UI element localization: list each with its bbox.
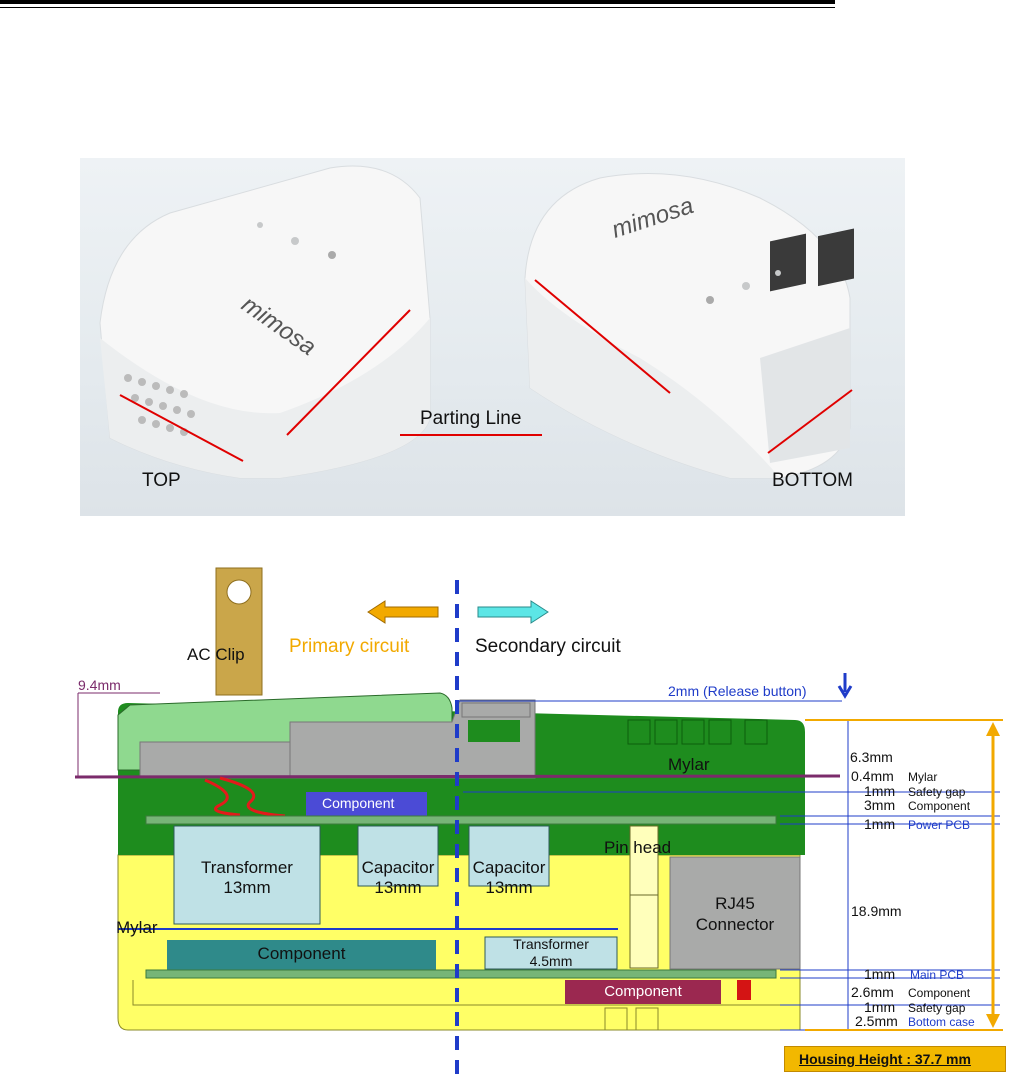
dim-2-5: 2.5mm xyxy=(855,1013,898,1029)
dim-9-4-label: 9.4mm xyxy=(78,677,121,693)
header-rule-thick xyxy=(0,0,835,4)
component-bottom-label: Component xyxy=(604,983,682,1000)
housing-height-badge: Housing Height : 37.7 mm xyxy=(784,1046,1006,1072)
device-top: mimosa xyxy=(99,165,431,479)
led-icon xyxy=(328,251,336,259)
arrow-up-icon xyxy=(986,722,1000,736)
component-wide xyxy=(167,940,436,970)
parting-line-mark xyxy=(119,394,244,462)
transformer-4-5mm xyxy=(484,936,618,970)
capacitor-2 xyxy=(468,825,550,887)
product-photo-svg: mimosa mimosa xyxy=(99,165,854,479)
parting-line-mark xyxy=(534,279,671,394)
mylar-top-label: Mylar xyxy=(668,755,710,774)
bottom-label: BOTTOM xyxy=(772,470,853,491)
bottom-case-outline xyxy=(132,980,800,1006)
dim-1-main-pcb-label: Main PCB xyxy=(910,968,965,982)
primary-circuit-label: Primary circuit xyxy=(289,636,410,657)
red-component xyxy=(737,980,751,1000)
ac-clip-label: AC Clip xyxy=(187,645,245,664)
dim-1-safety-2-label: Safety gap xyxy=(908,1001,966,1015)
capacitor-1 xyxy=(357,825,439,887)
dim-0-4-label: Mylar xyxy=(908,770,938,784)
wifi-icon xyxy=(775,270,781,276)
mechanical-block-left xyxy=(139,741,291,779)
dim-1-main-pcb: 1mm xyxy=(864,966,896,982)
secondary-circuit-label: Secondary circuit xyxy=(475,636,621,657)
ethernet-port xyxy=(770,233,806,292)
component-bottom xyxy=(565,980,721,1004)
release-button-slot xyxy=(468,720,520,742)
dim-6-3: 6.3mm xyxy=(850,749,893,765)
dim-2-5-label: Bottom case xyxy=(908,1015,975,1029)
main-pcb xyxy=(145,969,777,979)
arrow-left-icon xyxy=(367,600,439,624)
parting-line-label: Parting Line xyxy=(420,408,522,429)
arrow-down-icon xyxy=(986,1014,1000,1028)
wire-icon xyxy=(204,776,286,818)
rj45-connector xyxy=(669,856,801,970)
ethernet-port xyxy=(818,228,854,287)
arrow-right-icon xyxy=(477,600,549,624)
component-top xyxy=(306,792,427,816)
led-icon xyxy=(742,282,750,290)
transformer-13mm xyxy=(173,825,321,925)
product-photo: mimosa mimosa Parting Line TOP xyxy=(80,158,905,516)
led-icon xyxy=(706,296,714,304)
dim-3-component-label: Component xyxy=(908,799,971,813)
pin-head xyxy=(629,825,659,969)
parting-line-mark xyxy=(767,389,853,454)
dim-1-power-pcb-label: Power PCB xyxy=(908,818,971,832)
dim-2-6: 2.6mm xyxy=(851,984,894,1000)
led-icon xyxy=(291,237,299,245)
component-wide-label: Component xyxy=(257,944,346,963)
release-button-label: 2mm (Release button) xyxy=(668,683,807,699)
mylar-left-label: Mylar xyxy=(116,918,158,937)
dim-1-safety-2: 1mm xyxy=(864,999,896,1015)
parting-line-mark xyxy=(286,309,411,436)
component-top-label: Component xyxy=(322,795,395,811)
power-pcb xyxy=(145,815,777,825)
dim-3-component: 3mm xyxy=(864,797,896,813)
dim-1-safety: 1mm xyxy=(864,783,896,799)
dim-1-power-pcb: 1mm xyxy=(864,816,896,832)
device-bottom: mimosa xyxy=(524,173,854,479)
header-rule-thin xyxy=(0,7,835,8)
arrow-down-icon xyxy=(837,673,853,699)
dim-0-4: 0.4mm xyxy=(851,768,894,784)
pin-head-label: Pin head xyxy=(604,838,672,857)
ac-clip-hole xyxy=(226,579,252,605)
wifi-icon xyxy=(257,222,263,228)
dim-18-9: 18.9mm xyxy=(851,903,902,919)
top-label: TOP xyxy=(142,470,181,491)
dim-1-safety-label: Safety gap xyxy=(908,785,966,799)
dim-2-6-label: Component xyxy=(908,986,971,1000)
release-button[interactable] xyxy=(461,702,531,718)
